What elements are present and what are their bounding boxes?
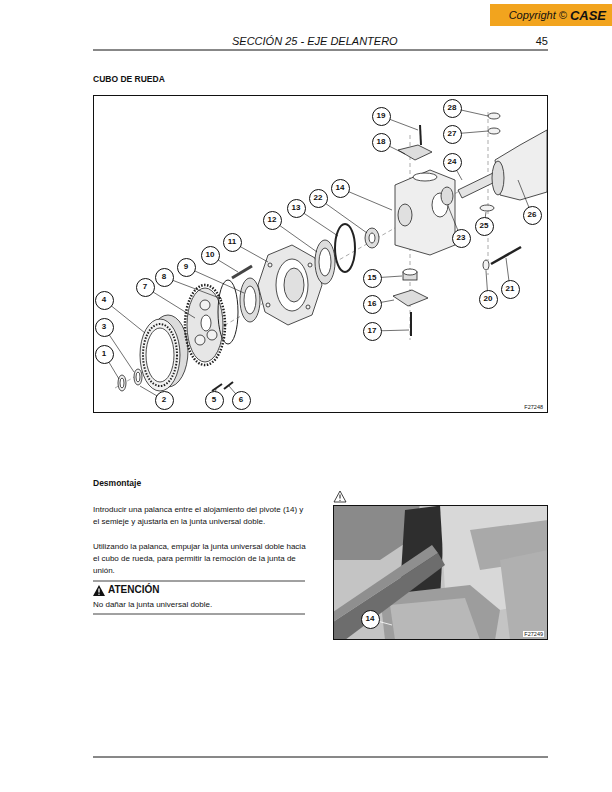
warning-text: No dañar la junta universal doble. <box>93 599 307 610</box>
figure-code: F27249 <box>523 631 544 637</box>
callout-text: 18 <box>377 138 386 146</box>
page-header: SECCIÓN 25 - EJE DELANTERO <box>232 35 398 48</box>
brand-logo: CASE <box>570 8 606 23</box>
callout-number: 28 <box>443 99 462 118</box>
callout-text: 8 <box>162 273 166 281</box>
callout-text: 27 <box>448 130 457 138</box>
callout-text: 2 <box>162 396 166 404</box>
callout-number: 24 <box>443 153 462 172</box>
figure-frame: F272482819271824142213261225231110981572… <box>93 95 548 413</box>
callout-number: 14 <box>331 179 350 198</box>
callout-text: 6 <box>239 396 243 404</box>
callout-text: 13 <box>292 204 301 212</box>
callout-text: 15 <box>368 274 377 282</box>
callout-text: 12 <box>268 216 277 224</box>
callout-text: 4 <box>102 296 106 304</box>
callout-number: 22 <box>309 189 328 208</box>
callout-number: 13 <box>287 199 306 218</box>
callout-text: 14 <box>336 184 345 192</box>
callout-number: 5 <box>205 391 224 410</box>
callout-number: 9 <box>177 258 196 277</box>
callout-number: 15 <box>363 269 382 288</box>
callout-number: 7 <box>136 278 155 297</box>
callout-number: 4 <box>95 291 114 310</box>
callout-number: 21 <box>501 280 520 299</box>
section-heading: CUBO DE RUEDA <box>93 74 165 84</box>
callout-number: 19 <box>372 107 391 126</box>
callout-number: 25 <box>475 217 494 236</box>
callout-number: 11 <box>223 233 242 252</box>
callout-text: 10 <box>206 251 215 259</box>
callout-number: 12 <box>263 211 282 230</box>
copyright-text: Copyright © <box>509 9 567 21</box>
callout-text: 21 <box>506 285 515 293</box>
callout-number: 16 <box>363 295 382 314</box>
copyright-badge: Copyright ©CASE <box>490 4 612 26</box>
callout-text: 5 <box>212 396 216 404</box>
callout-text: 11 <box>228 238 236 246</box>
callout-number: 26 <box>523 206 542 225</box>
callout-number: 3 <box>95 318 114 337</box>
callout-text: 22 <box>314 194 323 202</box>
callout-number: 6 <box>232 391 251 410</box>
callout-text: 16 <box>368 300 377 308</box>
callout-text: 26 <box>528 211 537 219</box>
page-number: 45 <box>508 35 548 48</box>
callout-text: 23 <box>457 234 466 242</box>
callout-number: 23 <box>452 229 471 248</box>
figure-frame: F27249 14 <box>333 505 548 640</box>
callout-text: 17 <box>368 327 377 335</box>
callout-number: 18 <box>372 133 391 152</box>
callout-text: 7 <box>143 283 147 291</box>
callout-text: 20 <box>484 295 493 303</box>
callout-text: 1 <box>102 350 106 358</box>
body-text: Utilizando la palanca, empujar la junta … <box>93 541 307 577</box>
callout-number: 10 <box>201 246 220 265</box>
callout-text: 24 <box>448 158 457 166</box>
callout-number: 2 <box>155 391 174 410</box>
callout-number: 8 <box>155 268 174 287</box>
subheading: Desmontaje <box>93 478 141 488</box>
callout-text: 14 <box>366 615 375 623</box>
body-text: Introducir una palanca entre el alojamie… <box>93 504 307 528</box>
callout-text: 3 <box>102 323 106 331</box>
figure-code: F27248 <box>523 404 544 410</box>
callout-number: 27 <box>443 125 462 144</box>
callout-number: 20 <box>479 290 498 309</box>
callout-text: 9 <box>184 263 188 271</box>
callout-text: 19 <box>377 112 386 120</box>
warning-heading: ATENCIÓN <box>108 584 159 596</box>
callout-number: 14 <box>361 610 380 629</box>
callout-text: 25 <box>480 222 489 230</box>
callout-number: 1 <box>95 345 114 364</box>
callout-number: 17 <box>363 322 382 341</box>
callout-text: 28 <box>448 104 457 112</box>
